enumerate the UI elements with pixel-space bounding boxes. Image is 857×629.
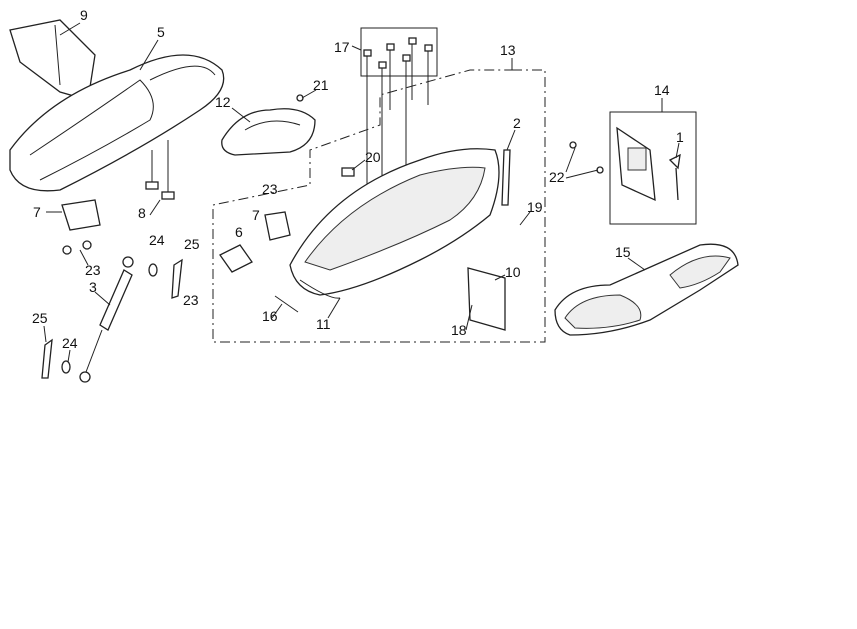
- leader-lines: [43, 22, 680, 363]
- seat-part-5: [9, 54, 225, 192]
- bolt-group-frame-17: [360, 27, 438, 77]
- callout-23: 23: [85, 262, 101, 278]
- assembly-frame-14: [609, 111, 697, 225]
- callout-3: 3: [89, 279, 97, 295]
- washer-part-24: [61, 360, 71, 374]
- callout-14: 14: [654, 82, 670, 98]
- callout-23: 23: [183, 292, 199, 308]
- cable-part-2: [501, 149, 511, 206]
- callout-11: 11: [316, 316, 331, 332]
- callout-23: 23: [262, 181, 278, 197]
- gas-strut-part-3: [79, 256, 134, 383]
- callout-2: 2: [513, 115, 521, 131]
- washer-part-24: [148, 263, 158, 277]
- callout-15: 15: [615, 244, 631, 260]
- callout-18: 18: [451, 322, 467, 338]
- callout-1: 1: [676, 129, 684, 145]
- cover-part-12: [221, 108, 316, 156]
- clip-part-25: [41, 338, 53, 379]
- callout-12: 12: [215, 94, 231, 110]
- callout-7: 7: [252, 207, 260, 223]
- callout-6: 6: [235, 224, 243, 240]
- pin-part-16: [274, 295, 299, 313]
- callout-7: 7: [33, 204, 41, 220]
- key-part-1: [668, 153, 681, 201]
- bracket-part-7: [61, 199, 101, 231]
- callout-22: 22: [549, 169, 565, 185]
- callout-8: 8: [138, 205, 146, 221]
- callout-9: 9: [80, 7, 88, 23]
- callout-19: 19: [527, 199, 543, 215]
- bracket-part-6: [219, 244, 253, 273]
- callout-25: 25: [184, 236, 200, 252]
- callout-10: 10: [505, 264, 521, 280]
- callout-25: 25: [32, 310, 48, 326]
- callout-24: 24: [149, 232, 165, 248]
- plate-part-10: [467, 267, 506, 331]
- seat-cover-part-9: [9, 19, 96, 101]
- callout-13: 13: [500, 42, 516, 58]
- clip-part-25: [171, 258, 183, 299]
- assembly-frame-13: [212, 58, 546, 343]
- callout-24: 24: [62, 335, 78, 351]
- callout-20: 20: [365, 149, 381, 165]
- bolt-part-8: [145, 140, 175, 200]
- callout-16: 16: [262, 308, 278, 324]
- callout-17: 17: [334, 39, 350, 55]
- callout-5: 5: [157, 24, 165, 40]
- bracket-part-7: [264, 211, 291, 241]
- callout-21: 21: [313, 77, 329, 93]
- clip-part-20: [341, 167, 355, 177]
